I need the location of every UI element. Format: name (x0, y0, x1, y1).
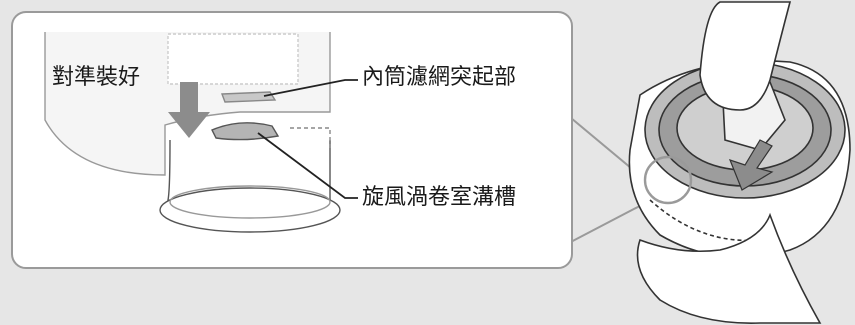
groove-leader-line (257, 132, 358, 199)
device-illustration (628, 60, 851, 259)
filter-leader-line (263, 79, 358, 97)
align-label: 對準裝好 (52, 65, 141, 90)
cyclone-groove-label: 旋風渦卷室溝槽 (362, 185, 517, 210)
rotate-arrow-icon (728, 139, 774, 191)
hand-icon (636, 1, 822, 324)
filter-protrusion-label: 內筒濾網突起部 (362, 65, 517, 90)
down-arrow-icon (168, 82, 210, 138)
